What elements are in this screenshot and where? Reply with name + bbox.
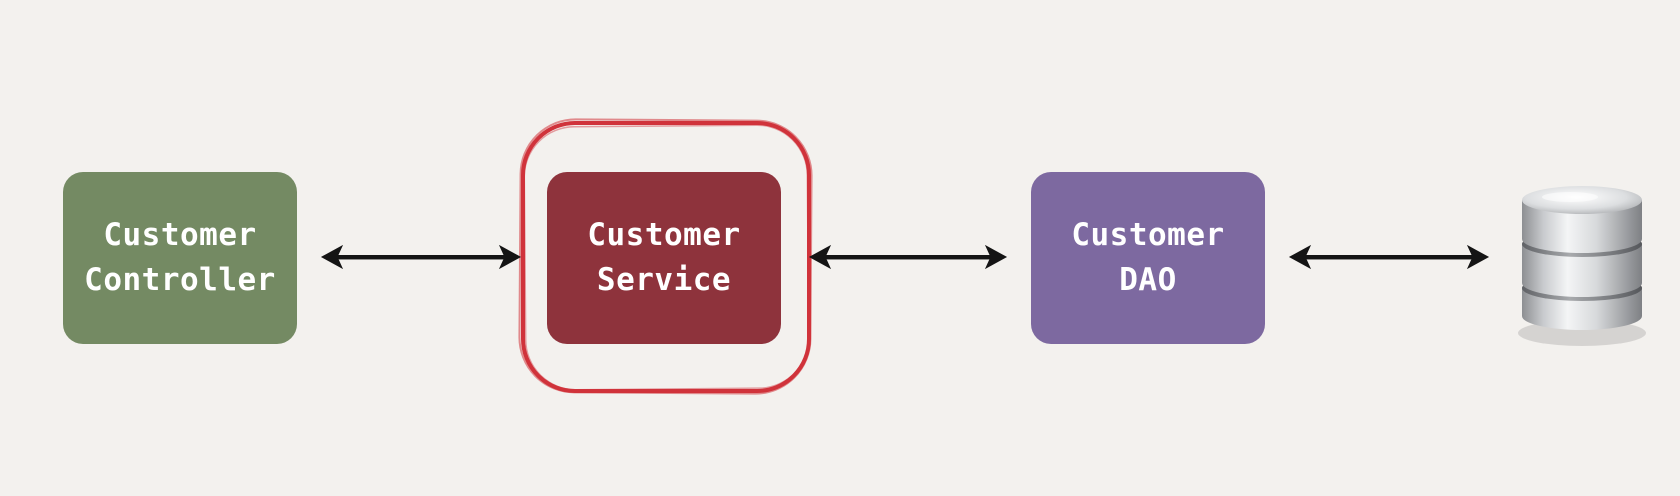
customer-controller-box: Customer Controller: [63, 172, 297, 344]
customer-service-label-line2: Service: [596, 262, 732, 298]
customer-controller-label-line1: Customer: [103, 217, 257, 253]
arrow-service-dao: [808, 244, 1008, 270]
customer-service-label-line1: Customer: [587, 217, 741, 253]
customer-dao-label-line2: DAO: [1119, 262, 1177, 298]
arrow-dao-database: [1288, 244, 1490, 270]
customer-service-box: Customer Service: [547, 172, 781, 344]
database-icon: [1518, 186, 1646, 346]
customer-controller-label-line2: Controller: [84, 262, 276, 298]
arrow-controller-service: [320, 244, 522, 270]
customer-dao-label-line1: Customer: [1071, 217, 1225, 253]
customer-dao-box: Customer DAO: [1031, 172, 1265, 344]
